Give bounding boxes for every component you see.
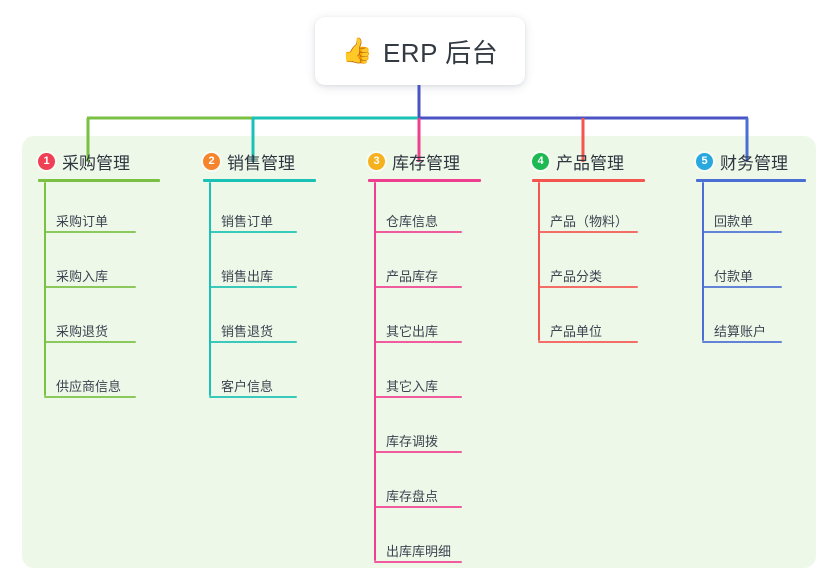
leaf-underline <box>538 341 638 343</box>
branch-title-5: 财务管理 <box>720 153 788 173</box>
leaf-underline <box>374 231 462 233</box>
branch-title-3: 库存管理 <box>392 153 460 173</box>
leaf-underline <box>44 341 136 343</box>
branch-badge-3: 3 <box>368 152 385 170</box>
branch-1[interactable]: 1 采购管理采购订单采购入库采购退货供应商信息 <box>38 145 160 398</box>
leaf-item[interactable]: 产品分类 <box>550 269 603 284</box>
leaf-item[interactable]: 供应商信息 <box>56 379 122 394</box>
branch-title-2: 销售管理 <box>227 153 295 173</box>
branch-spine-1 <box>44 182 46 396</box>
branch-header-4[interactable]: 4 产品管理 <box>532 145 624 177</box>
leaf-item[interactable]: 采购订单 <box>56 214 109 229</box>
leaf-item[interactable]: 仓库信息 <box>386 214 439 229</box>
branch-underline-4 <box>532 179 645 182</box>
leaf-item[interactable]: 结算账户 <box>714 324 767 339</box>
leaf-underline <box>702 286 782 288</box>
leaf-item[interactable]: 客户信息 <box>221 379 274 394</box>
leaf-underline <box>538 286 638 288</box>
leaf-item[interactable]: 回款单 <box>714 214 754 229</box>
leaf-underline <box>44 231 136 233</box>
branch-badge-4: 4 <box>532 152 549 170</box>
leaf-item[interactable]: 其它入库 <box>386 379 439 394</box>
leaf-underline <box>702 231 782 233</box>
branch-header-1[interactable]: 1 采购管理 <box>38 145 130 177</box>
leaf-underline <box>374 286 462 288</box>
leaf-underline <box>44 286 136 288</box>
leaf-item[interactable]: 销售退货 <box>221 324 274 339</box>
root-node[interactable]: 👍 ERP 后台 <box>315 17 525 85</box>
leaf-underline <box>374 396 462 398</box>
branch-spine-5 <box>702 182 704 341</box>
branch-underline-1 <box>38 179 160 182</box>
branch-badge-2: 2 <box>203 152 220 170</box>
leaf-item[interactable]: 付款单 <box>714 269 754 284</box>
leaf-underline <box>374 561 462 563</box>
branch-title-1: 采购管理 <box>62 153 130 173</box>
leaf-item[interactable]: 产品单位 <box>550 324 603 339</box>
leaf-underline <box>538 231 638 233</box>
leaf-item[interactable]: 其它出库 <box>386 324 439 339</box>
leaf-underline <box>702 341 782 343</box>
leaf-item[interactable]: 销售出库 <box>221 269 274 284</box>
leaf-item[interactable]: 产品（物料） <box>550 214 629 229</box>
leaf-item[interactable]: 销售订单 <box>221 214 274 229</box>
branch-underline-3 <box>368 179 481 182</box>
leaf-underline <box>44 396 136 398</box>
branch-title-4: 产品管理 <box>556 153 624 173</box>
leaf-item[interactable]: 库存盘点 <box>386 489 439 504</box>
leaf-item[interactable]: 库存调拨 <box>386 434 439 449</box>
branch-4[interactable]: 4 产品管理产品（物料） 产品分类产品单位 <box>532 145 645 343</box>
branch-underline-5 <box>696 179 806 182</box>
leaf-item[interactable]: 产品库存 <box>386 269 439 284</box>
thumbs-up-icon: 👍 <box>341 36 373 65</box>
branch-3[interactable]: 3 库存管理仓库信息产品库存其它出库其它入库库存调拨库存盘点出库库明细 <box>368 145 481 563</box>
branch-panel <box>22 136 816 568</box>
leaf-item[interactable]: 采购退货 <box>56 324 109 339</box>
branch-badge-5: 5 <box>696 152 713 170</box>
leaf-underline <box>374 451 462 453</box>
leaf-underline <box>209 231 297 233</box>
branch-2[interactable]: 2 销售管理销售订单销售出库销售退货客户信息 <box>203 145 316 398</box>
branch-badge-1: 1 <box>38 152 55 170</box>
root-title: ERP 后台 <box>382 37 499 68</box>
branch-5[interactable]: 5 财务管理回款单付款单结算账户 <box>696 145 806 343</box>
leaf-underline <box>374 506 462 508</box>
leaf-underline <box>209 286 297 288</box>
leaf-underline <box>209 396 297 398</box>
leaf-item[interactable]: 出库库明细 <box>386 544 452 559</box>
leaf-underline <box>209 341 297 343</box>
branch-header-5[interactable]: 5 财务管理 <box>696 145 788 177</box>
leaf-item[interactable]: 采购入库 <box>56 269 109 284</box>
branch-spine-3 <box>374 182 376 561</box>
branch-underline-2 <box>203 179 316 182</box>
branch-spine-2 <box>209 182 211 396</box>
branch-header-3[interactable]: 3 库存管理 <box>368 145 460 177</box>
branch-header-2[interactable]: 2 销售管理 <box>203 145 295 177</box>
branch-spine-4 <box>538 182 540 341</box>
leaf-underline <box>374 341 462 343</box>
